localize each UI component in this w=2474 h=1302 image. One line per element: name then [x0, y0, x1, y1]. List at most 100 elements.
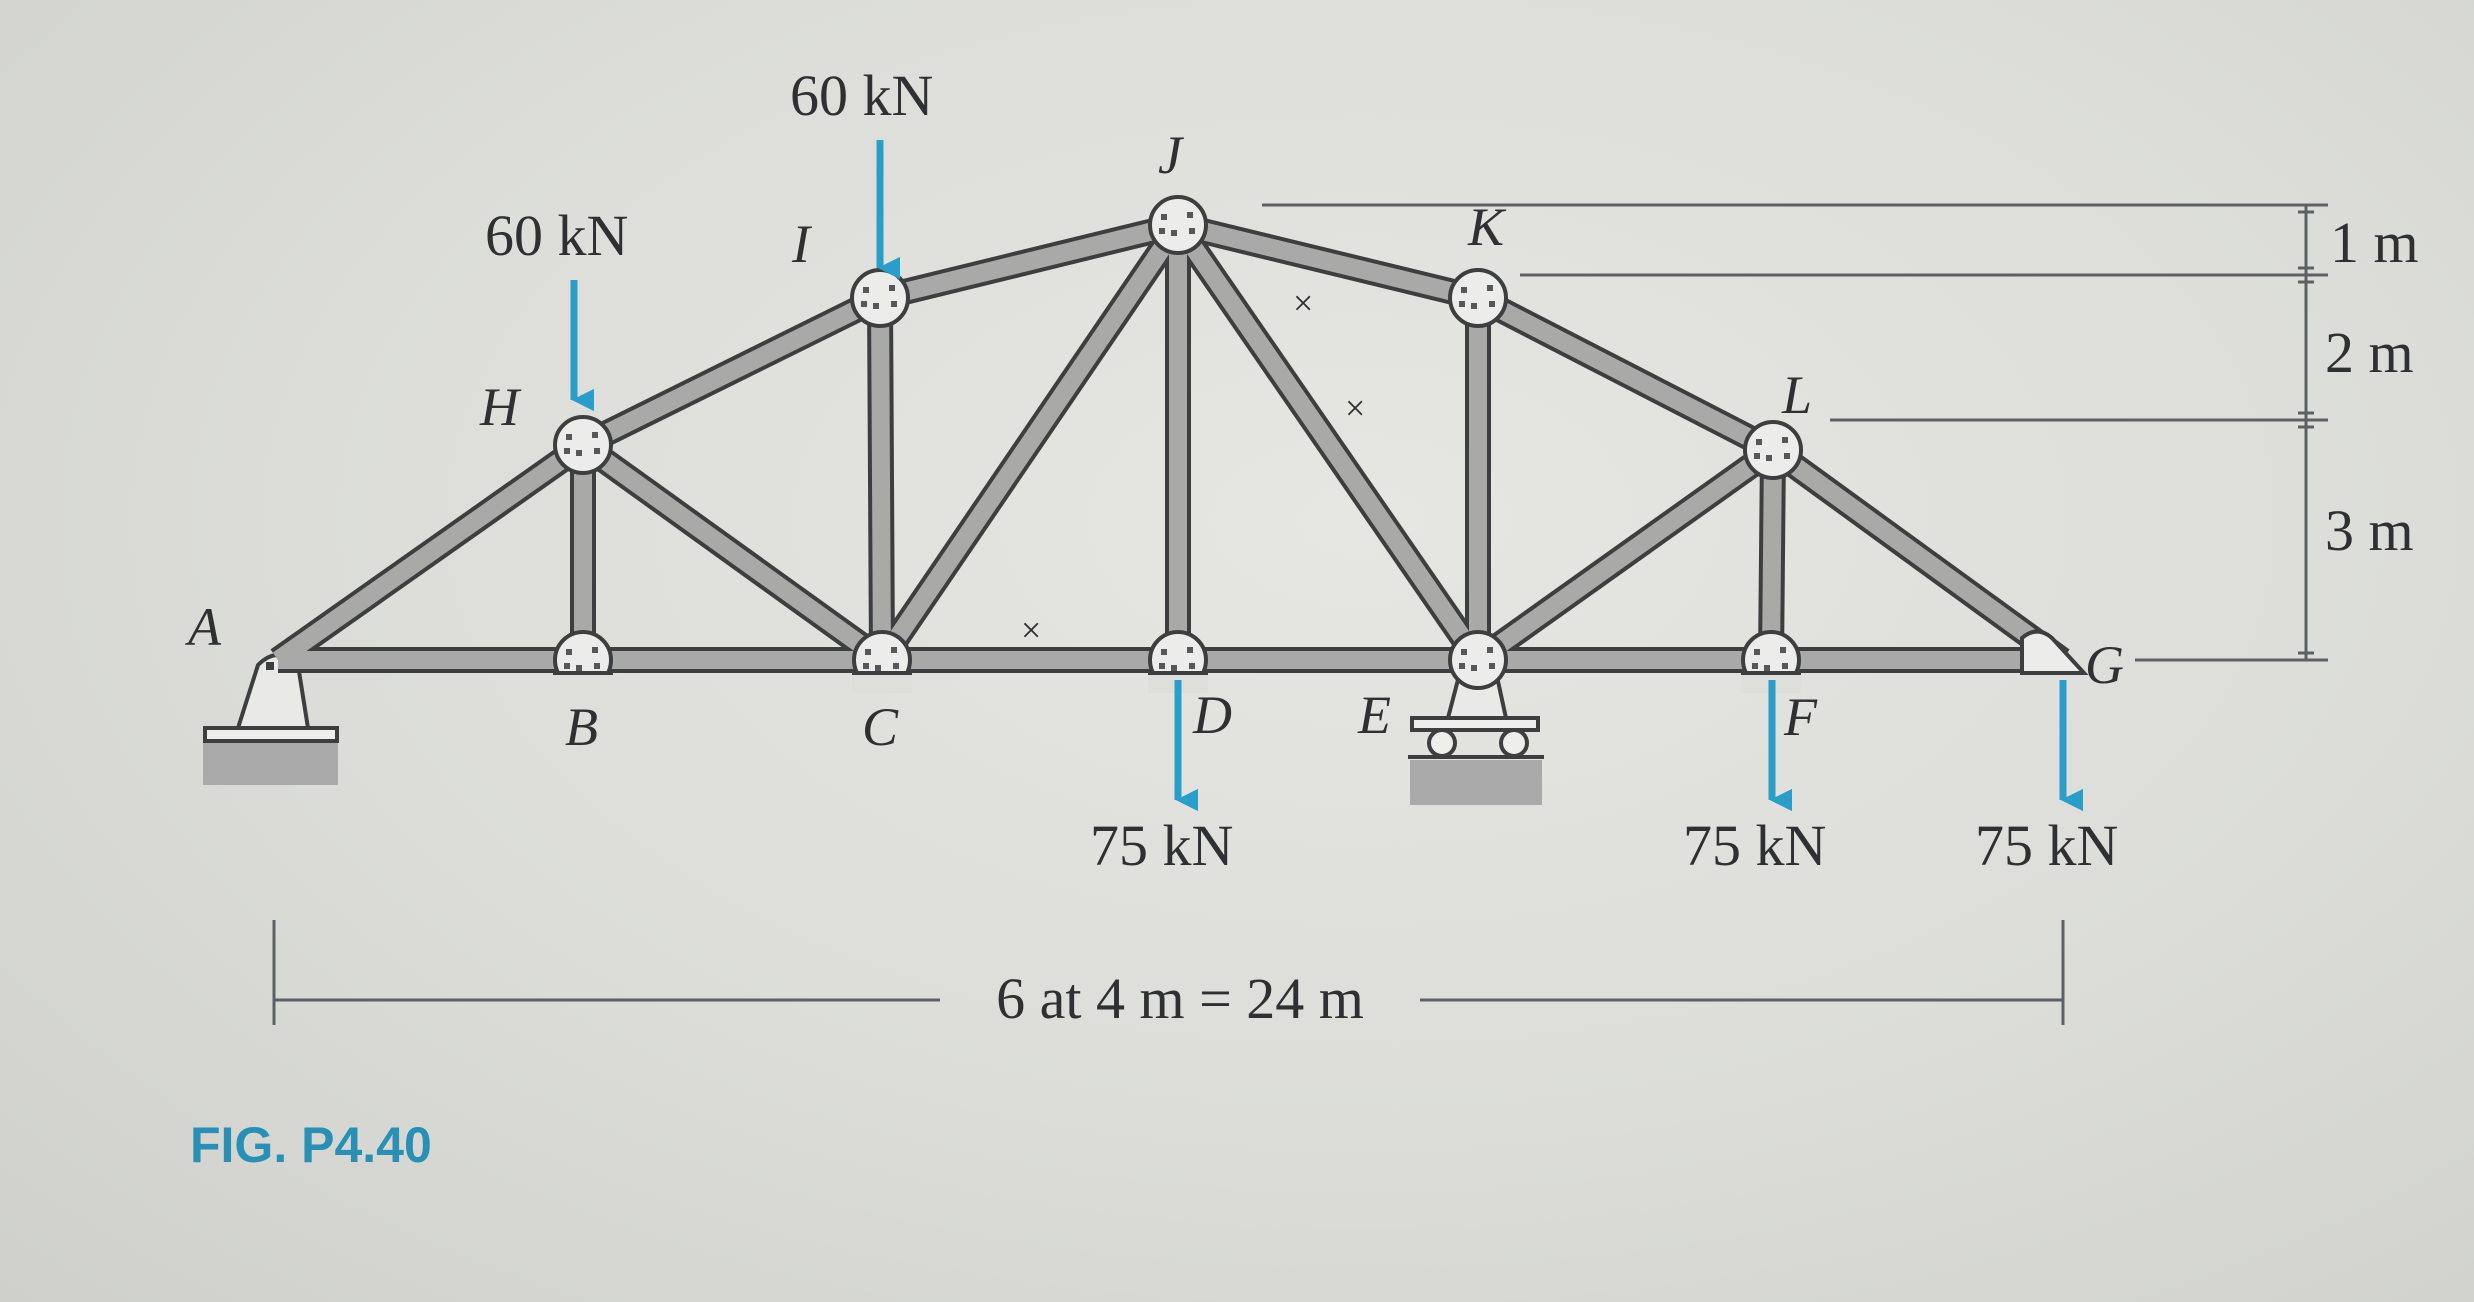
gusset-G [2020, 629, 2089, 675]
pin-support-A [203, 653, 339, 785]
rivet-icon [1187, 647, 1193, 653]
gusset-K [1448, 268, 1508, 328]
rivet-icon [861, 301, 867, 307]
rivet-icon [875, 665, 881, 671]
x-mark: × [1021, 610, 1041, 650]
gusset-L [1743, 420, 1803, 480]
load-label-F: 75 kN [1683, 813, 1826, 878]
rivet-icon [1766, 455, 1772, 461]
rivet-icon [1756, 439, 1762, 445]
rivet-icon [594, 448, 600, 454]
node-label-H: H [479, 377, 522, 437]
load-label-H: 60 kN [485, 203, 628, 268]
rivet-icon [564, 448, 570, 454]
figure-caption: FIG. P4.40 [190, 1117, 432, 1173]
member-fill-JK [1175, 216, 1481, 307]
rivet-icon [576, 665, 582, 671]
rivet-icon [1161, 214, 1167, 220]
node-label-L: L [1781, 365, 1812, 425]
rivet-icon [1487, 647, 1493, 653]
member-fill-IC [871, 297, 891, 661]
rivet-icon [1159, 228, 1165, 234]
rivet-icon [1752, 663, 1758, 669]
rivet-icon [1189, 663, 1195, 669]
member-fill-CJ [874, 219, 1186, 666]
rivet-icon [1171, 665, 1177, 671]
dimension-3m: 3 m [2325, 498, 2414, 563]
rivet-icon [863, 663, 869, 669]
rivet-icon [1187, 212, 1193, 218]
node-label-B: B [565, 697, 598, 757]
rivet-icon [1471, 665, 1477, 671]
node-label-K: K [1467, 197, 1507, 257]
rivet-icon [564, 663, 570, 669]
rivet-icon [1782, 663, 1788, 669]
node-label-C: C [862, 697, 899, 757]
rivet-icon [594, 663, 600, 669]
rivet-icon [1159, 663, 1165, 669]
member-fill-JE [1170, 219, 1486, 666]
gusset-base-mask [852, 673, 912, 693]
rivet-icon [1461, 649, 1467, 655]
rivet-icon [873, 303, 879, 309]
load-label-G: 75 kN [1975, 813, 2118, 878]
node-label-G: G [2085, 635, 2124, 695]
rivet-icon [576, 450, 582, 456]
rivet-icon [1489, 663, 1495, 669]
truss-joints [553, 195, 2089, 693]
x-mark: × [1345, 388, 1365, 428]
rivet-icon [1487, 285, 1493, 291]
rivet-icon [1171, 230, 1177, 236]
rivet-icon [1782, 437, 1788, 443]
x-mark: × [1293, 283, 1313, 323]
rivet-icon [1459, 663, 1465, 669]
member-fill-HI [579, 289, 884, 454]
node-label-J: J [1158, 125, 1185, 185]
node-label-A: A [185, 597, 222, 657]
node-label-I: I [791, 214, 813, 274]
truss-members [270, 212, 2070, 673]
rivet-icon [891, 647, 897, 653]
rivet-icon [566, 434, 572, 440]
member-fill-HC [577, 437, 888, 668]
load-label-I: 60 kN [790, 63, 933, 128]
rivet-icon [865, 649, 871, 655]
load-label-D: 75 kN [1090, 813, 1233, 878]
rivet-icon [1784, 453, 1790, 459]
gusset-E [1448, 630, 1508, 690]
rivet-icon [1471, 303, 1477, 309]
rivet-icon [1489, 301, 1495, 307]
rivet-icon [1764, 665, 1770, 671]
member-fill-IJ [877, 216, 1181, 307]
rivet-icon [891, 301, 897, 307]
gusset-H [553, 415, 613, 475]
span-dimension-label: 6 at 4 m = 24 m [996, 966, 1364, 1031]
node-label-F: F [1783, 687, 1818, 747]
rivet-icon [1161, 649, 1167, 655]
rivet-icon [592, 647, 598, 653]
node-label-D: D [1192, 685, 1232, 745]
gusset-I [850, 268, 910, 328]
rivet-icon [1189, 228, 1195, 234]
rivet-icon [889, 285, 895, 291]
member-fill-LF [1762, 449, 1782, 661]
rivet-icon [1780, 647, 1786, 653]
member-fill-KL [1473, 289, 1778, 459]
rivet-icon [863, 287, 869, 293]
rivet-icon [893, 663, 899, 669]
load-arrows [570, 140, 2084, 812]
rivet-icon [1754, 453, 1760, 459]
rivet-icon [1754, 649, 1760, 655]
member-fill-AH [272, 437, 589, 668]
rivet-icon [566, 649, 572, 655]
member-fill-EL [1472, 442, 1779, 668]
rivet-icon [1459, 301, 1465, 307]
span-dimension [272, 920, 2065, 1025]
vertical-dimension-guides [1262, 203, 2328, 662]
rivet-icon [592, 432, 598, 438]
node-label-E: E [1357, 685, 1391, 745]
gusset-J [1148, 195, 1208, 255]
dimension-1m: 1 m [2330, 210, 2419, 275]
